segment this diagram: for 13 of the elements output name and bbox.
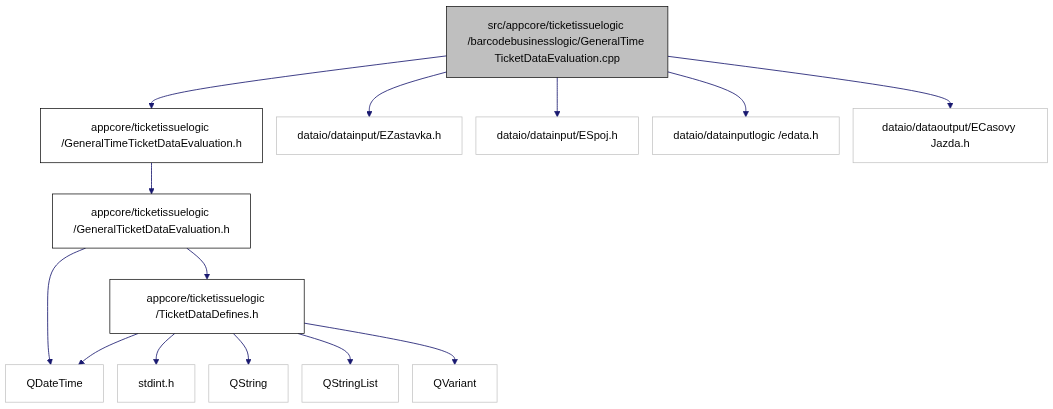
node-box: stdint.h [117, 364, 196, 403]
node-box: QStringList [301, 364, 399, 403]
node-box: QDateTime [5, 364, 104, 403]
node-box: appcore/ticketissuelogic /GeneralTimeTicketDataEvaluation.h [40, 108, 263, 164]
node-box: dataio/datainputlogic /edata.h [652, 116, 840, 155]
node-box: QVariant [412, 364, 498, 403]
node-box: dataio/datainput/EZastavka.h [276, 116, 463, 155]
node-box: appcore/ticketissuelogic /TicketDataDefines.h [109, 279, 305, 334]
node-box: QString [208, 364, 289, 403]
node-box: dataio/dataoutput/ECasovy Jazda.h [852, 108, 1048, 164]
node-box: src/appcore/ticketissuelogic /barcodebusinesslogic/GeneralTime TicketDataEvaluation.cpp [446, 6, 669, 78]
node-box: dataio/datainput/ESpoj.h [475, 116, 639, 155]
node-box: appcore/ticketissuelogic /GeneralTicketDataEvaluation.h [52, 193, 251, 249]
